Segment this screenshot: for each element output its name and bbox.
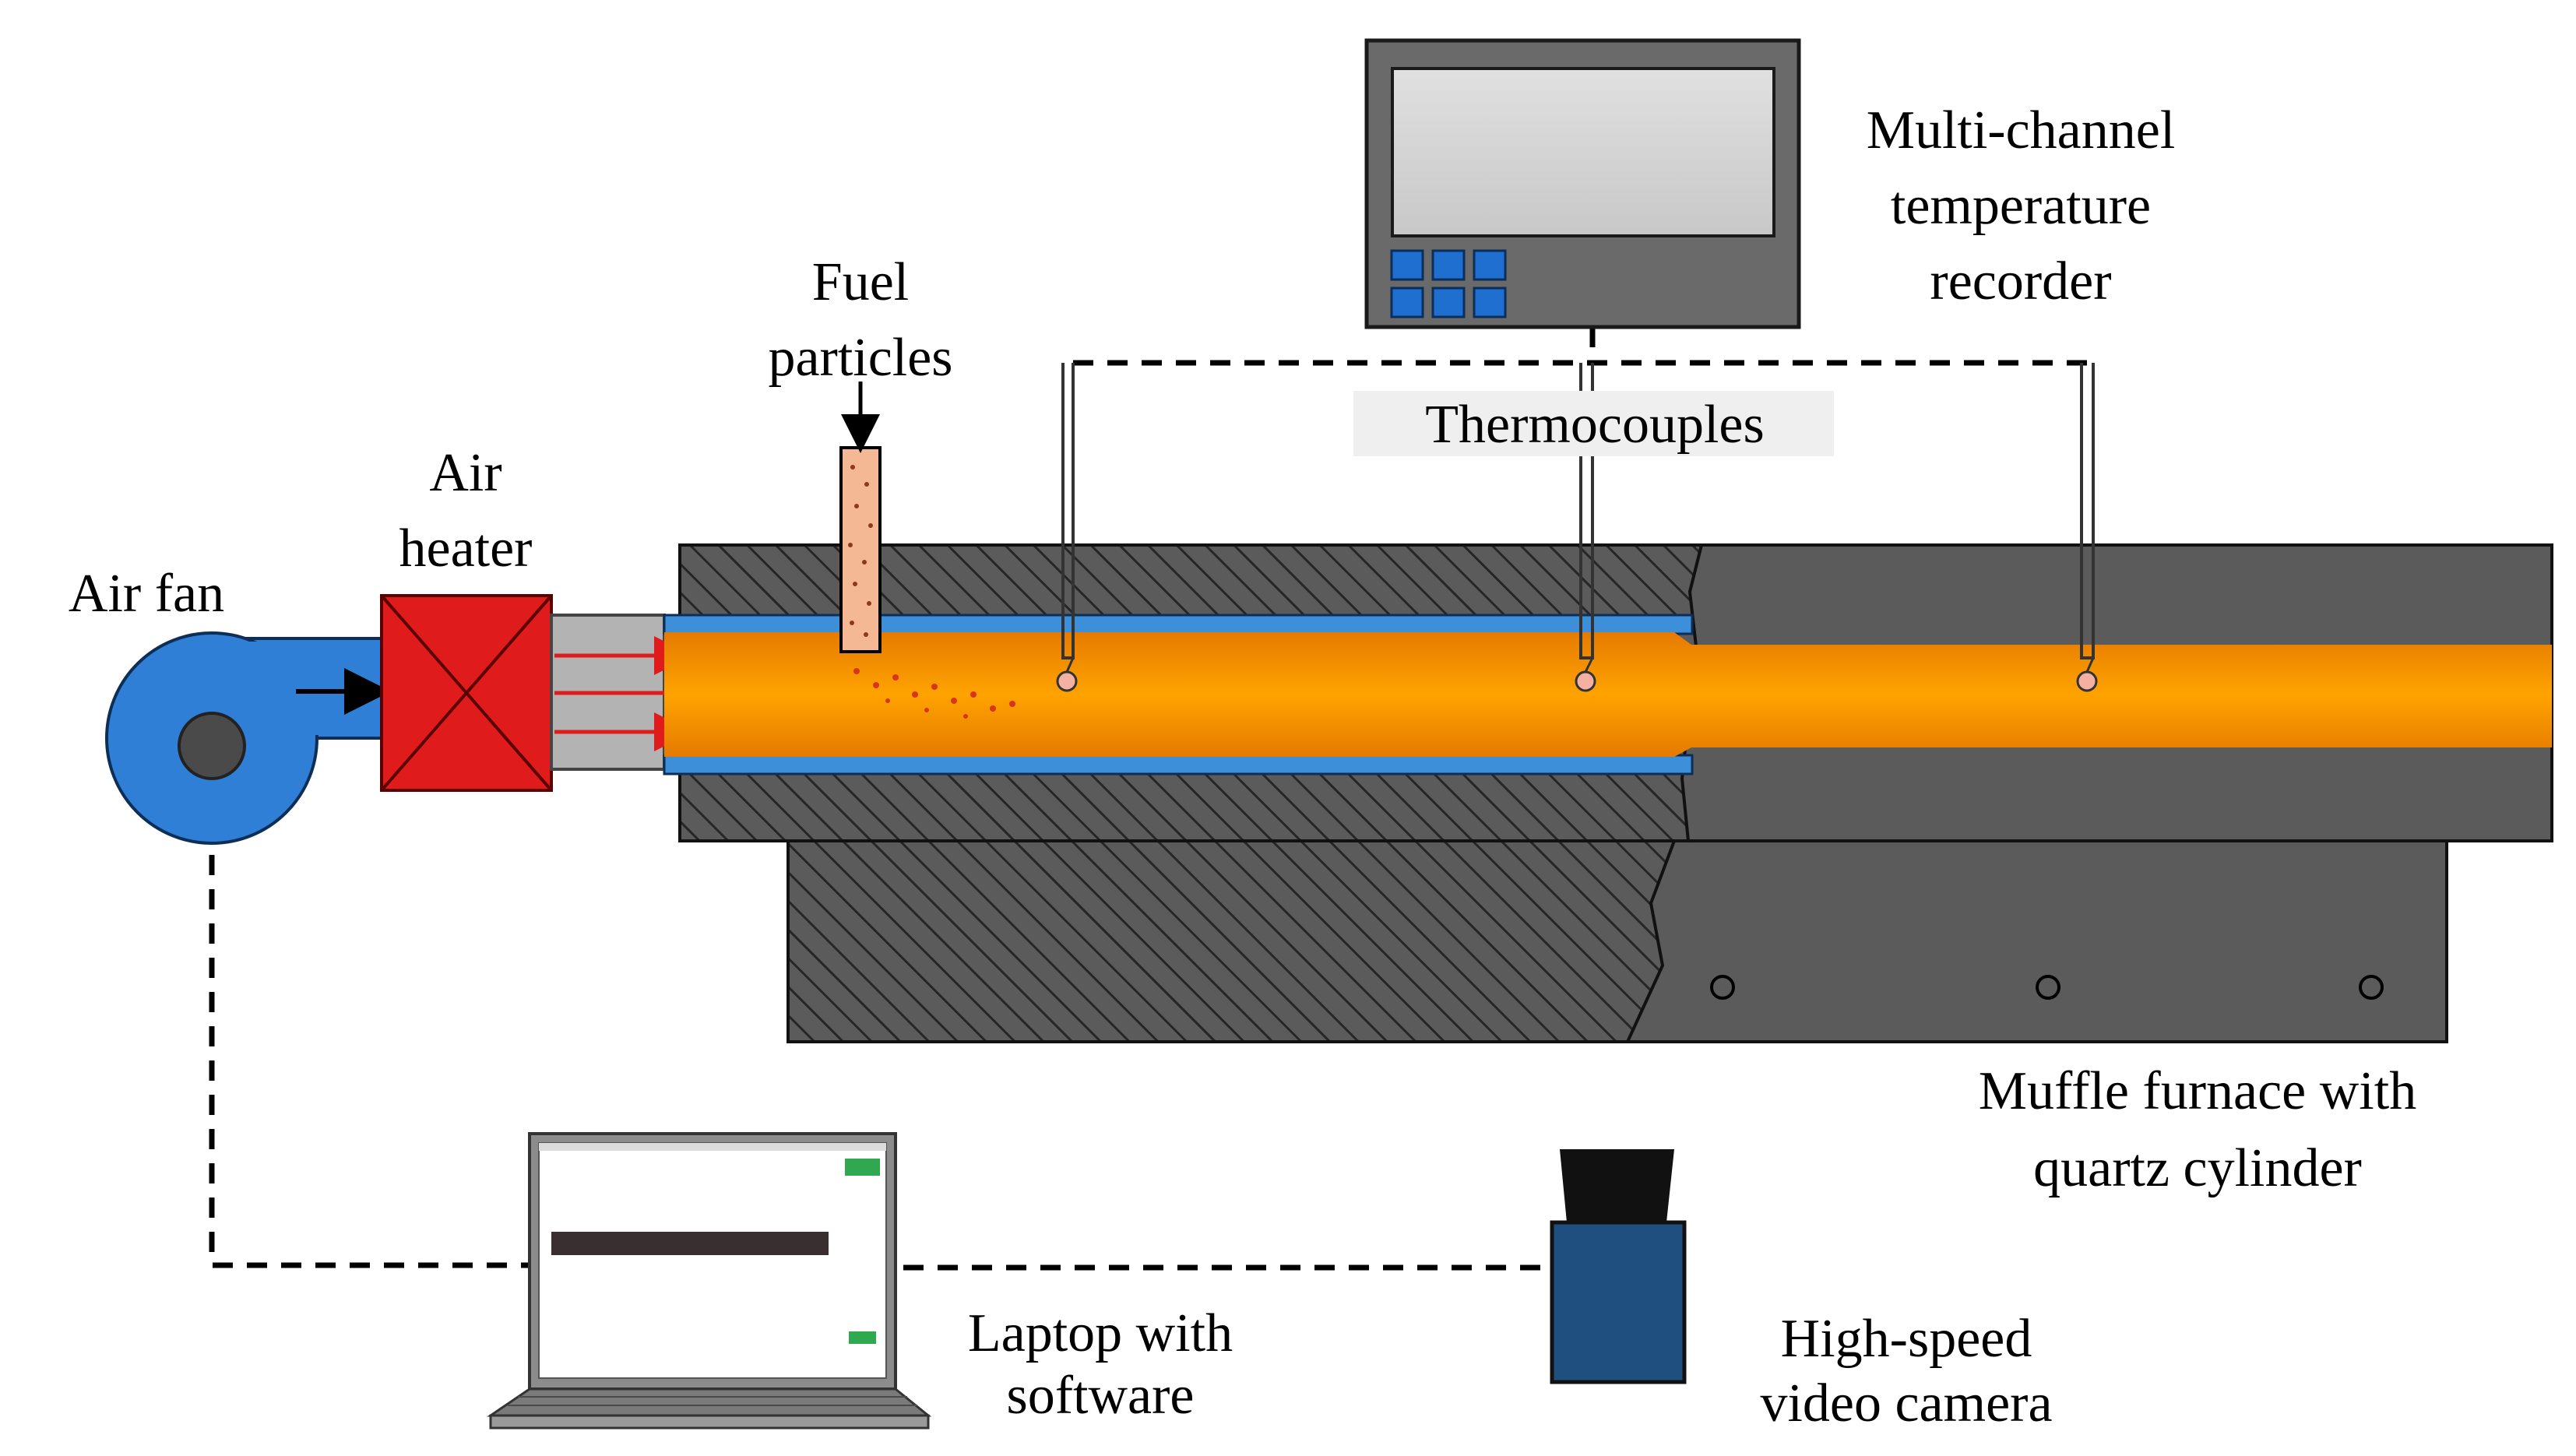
furnace-bolt xyxy=(1710,975,1735,1000)
labels: Air fan Air heater Fuel particles Multi-… xyxy=(69,100,2416,1433)
thermocouples xyxy=(1061,363,2095,659)
laptop-label-line1: Laptop with xyxy=(968,1303,1233,1363)
furnace-bolt xyxy=(2036,975,2060,1000)
recorder-icon xyxy=(1364,38,1801,329)
fuel-label-line2: particles xyxy=(768,328,952,388)
camera-label-line1: High-speed xyxy=(1781,1309,2032,1369)
fan-icon xyxy=(105,631,391,845)
fuel-label-line1: Fuel xyxy=(812,252,909,312)
recorder-label-line3: recorder xyxy=(1930,251,2111,311)
fan-laptop-line xyxy=(209,855,530,1268)
thermocouple-tips xyxy=(1056,657,2098,692)
air-fan-label: Air fan xyxy=(69,564,224,624)
heater-icon xyxy=(380,594,553,792)
thermocouples-label-bg xyxy=(1353,391,1834,456)
quartz-cylinder-top-wall xyxy=(663,614,1694,635)
furnace-bolt xyxy=(2359,975,2384,1000)
thermocouples-label: Thermocouples xyxy=(1425,395,1764,455)
fuel-feeder xyxy=(839,382,1015,719)
laptop-label-line2: software xyxy=(1006,1366,1194,1426)
quartz-cylinder-bottom-wall xyxy=(663,754,1694,775)
thermocouple-3 xyxy=(2080,363,2095,659)
furnace-label-line1: Muffle furnace with xyxy=(1979,1061,2416,1121)
furnace-label-line2: quartz cylinder xyxy=(2033,1138,2362,1198)
air-heater-label-line1: Air xyxy=(429,443,501,503)
camera-label-line2: video camera xyxy=(1760,1373,2052,1433)
fuel-particle-stream xyxy=(853,668,1015,719)
air-heater-label-line2: heater xyxy=(399,519,533,579)
flame-region xyxy=(664,632,2552,757)
thermocouple-1 xyxy=(1061,363,1075,659)
camera-icon xyxy=(1550,1149,1687,1384)
recorder-label-line2: temperature xyxy=(1891,176,2151,236)
signal-lines xyxy=(209,327,2093,1271)
laptop-icon xyxy=(487,1132,932,1430)
thermocouple-2 xyxy=(1579,363,1594,659)
muffle-furnace xyxy=(663,543,2553,1043)
recorder-label-line1: Multi-channel xyxy=(1867,100,2176,160)
